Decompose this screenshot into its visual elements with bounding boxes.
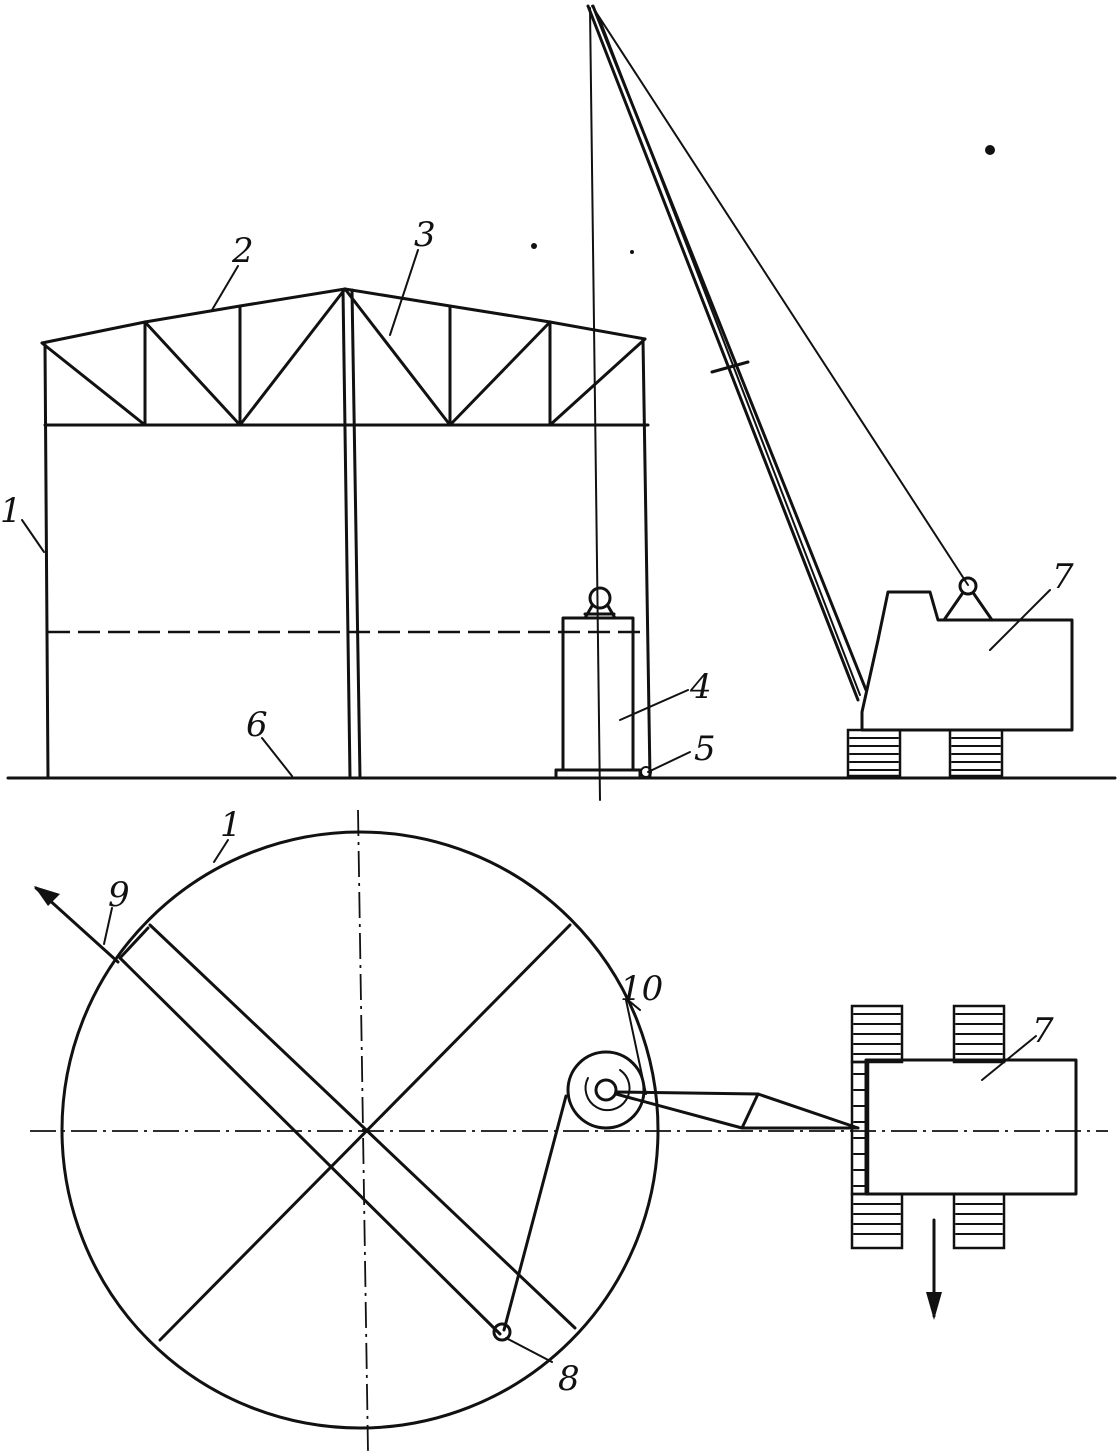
- label-base-plate: 5: [694, 729, 716, 769]
- label-direction: 9: [108, 875, 130, 915]
- leader-lines-elevation: [21, 249, 1051, 777]
- plan-track-top-left: [850, 1004, 904, 1064]
- boom-pendant: [591, 5, 969, 586]
- plan-track-bottom-left: [850, 1192, 904, 1250]
- hoist-rope: [589, 7, 601, 801]
- hook-icon: [588, 586, 612, 610]
- label-roof: 2: [231, 231, 254, 271]
- label-plan-crane: 7: [1032, 1011, 1054, 1051]
- plan-track-bottom-right: [952, 1192, 1006, 1250]
- anchor-icon: [492, 1322, 512, 1342]
- travel-arrow-head-icon: [926, 1292, 942, 1320]
- crane-boom: [586, 4, 969, 702]
- crane-body-elevation: [846, 576, 1074, 778]
- label-anchor: 8: [558, 1359, 580, 1399]
- label-foundation: 6: [246, 705, 268, 745]
- label-pulley: 10: [620, 969, 663, 1009]
- leader-lines-plan: [103, 839, 1037, 1363]
- plan-track-top-right: [952, 1004, 1006, 1064]
- crawler-track-front: [846, 728, 902, 778]
- arrow-head-icon: [34, 886, 60, 906]
- lifted-panel: [554, 7, 652, 801]
- crane-body-plan: [850, 1004, 1078, 1320]
- circular-building: [60, 830, 660, 1430]
- label-panel: 4: [689, 667, 712, 707]
- building-frame: [40, 287, 652, 780]
- scan-specks: [531, 145, 995, 254]
- label-plan-column: 1: [220, 805, 242, 845]
- label-column: 1: [0, 491, 22, 531]
- crane-boom-plan: [614, 1090, 860, 1130]
- label-crane: 7: [1052, 557, 1074, 597]
- crawler-track-rear: [948, 728, 1004, 778]
- plan-view: 1 9 10 8 7: [30, 805, 1108, 1453]
- elevation-view: 1 2 3 4 5 6 7: [0, 4, 1117, 801]
- label-truss: 3: [414, 215, 436, 255]
- pulley: [566, 999, 647, 1130]
- anchor-rope: [502, 1094, 568, 1332]
